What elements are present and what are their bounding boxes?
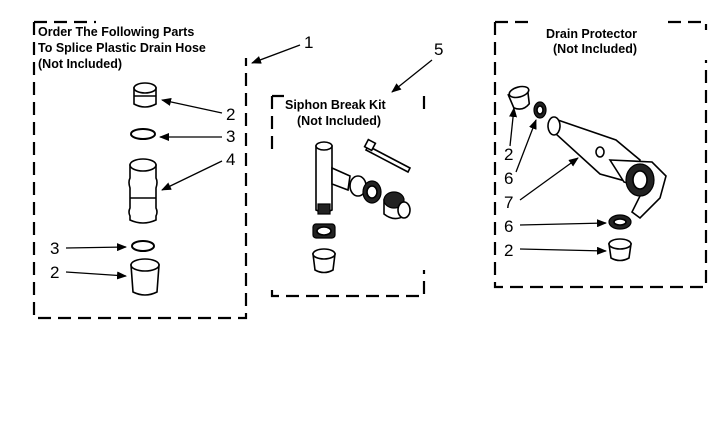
splice-title-line-2: To Splice Plastic Drain Hose [38, 41, 206, 55]
drain-arrow-2-top [509, 107, 518, 147]
drain-label-6-top: 6 [504, 169, 513, 188]
drain-arrow-7 [519, 157, 579, 201]
hose-clamp-bottom [131, 240, 155, 252]
splice-arrow-2-top [161, 97, 223, 114]
siphon-tee-fitting [315, 141, 351, 215]
drain-label-6-bottom: 6 [504, 217, 513, 236]
splice-arrow-3-bottom [65, 243, 127, 252]
splice-label-2-top: 2 [226, 105, 235, 124]
siphon-title-line-1: Siphon Break Kit [285, 98, 387, 112]
tie-strap [363, 138, 412, 174]
callout-1-arrow [251, 44, 301, 64]
drain-protector-group: Drain Protector (Not Included) [493, 20, 708, 289]
splice-group-border [32, 20, 248, 320]
drain-label-2-bottom: 2 [504, 241, 513, 260]
splice-title-line-3: (Not Included) [38, 57, 122, 71]
callout-1: 1 [304, 33, 313, 52]
drain-ring-bottom [608, 214, 632, 230]
splice-label-4: 4 [226, 150, 235, 169]
callout-5: 5 [434, 40, 443, 59]
drain-title-line-1: Drain Protector [546, 27, 637, 41]
drain-group-border [493, 20, 708, 289]
siphon-cap-lower [312, 248, 336, 274]
hose-clamp-top [130, 128, 156, 140]
drain-title-line-2: (Not Included) [553, 42, 637, 56]
siphon-group-border [270, 94, 426, 298]
siphon-connector-right [383, 191, 411, 220]
splice-label-2-bottom: 2 [50, 263, 59, 282]
drain-cap-bottom [608, 238, 632, 262]
splice-title-line-1: Order The Following Parts [38, 25, 194, 39]
splice-parts-group: Order The Following Parts To Splice Plas… [32, 20, 313, 320]
siphon-nut-lower [312, 223, 336, 239]
splice-label-3-bottom: 3 [50, 239, 59, 258]
drain-label-2-top: 2 [504, 145, 513, 164]
siphon-nut-right [349, 175, 382, 204]
splice-arrow-2-bottom [65, 271, 127, 280]
siphon-title-line-2: (Not Included) [297, 114, 381, 128]
drain-protector-body [547, 116, 667, 220]
drain-arrow-2-bottom [519, 246, 607, 255]
hose-connector-top [133, 82, 157, 108]
drain-ring-top [533, 101, 547, 119]
drain-cap-top [507, 85, 531, 110]
callout-5-arrow [391, 59, 433, 93]
splice-arrow-4 [161, 160, 223, 191]
siphon-break-kit-group: Siphon Break Kit (Not Included) 5 [270, 40, 443, 298]
splice-coupler [128, 158, 158, 224]
hose-connector-bottom [130, 258, 160, 296]
drain-arrow-6-top [515, 119, 537, 173]
drain-label-7: 7 [504, 193, 513, 212]
drain-arrow-6-bottom [519, 219, 607, 228]
splice-label-3-top: 3 [226, 127, 235, 146]
